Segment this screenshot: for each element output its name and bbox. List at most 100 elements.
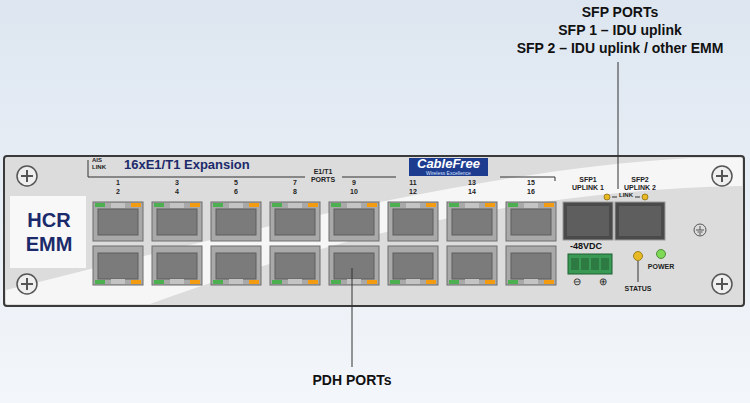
rj-jack: [447, 202, 497, 241]
jack-opening: [452, 253, 492, 279]
sfp-opening: [619, 206, 661, 236]
uplink-led: [604, 194, 610, 200]
panel-screw: [17, 274, 37, 294]
panel-label: UPLINK 1: [572, 184, 604, 192]
jack-latch: [406, 279, 420, 284]
jack-latch: [170, 279, 184, 284]
sfp-cage: [563, 202, 613, 240]
node-title: CableFree: [417, 158, 480, 170]
jack-latch: [465, 203, 479, 208]
ais-led: [190, 203, 200, 207]
rj-jack: [388, 202, 438, 241]
jack-latch: [288, 203, 302, 208]
link-line: [612, 197, 617, 198]
status-led: [634, 252, 643, 261]
ais-led: [426, 280, 436, 284]
port-number: 8: [293, 188, 297, 196]
jack-latch: [347, 203, 361, 208]
link-led: [272, 280, 282, 284]
bracket-line: [88, 160, 89, 177]
jack-opening: [511, 209, 551, 235]
jack-opening: [452, 209, 492, 235]
rj-jack: [270, 202, 320, 241]
link-led: [508, 280, 518, 284]
jack-opening: [393, 209, 433, 235]
port-number: 15: [527, 179, 535, 187]
link-led: [508, 203, 518, 207]
panel-screw: [712, 166, 732, 186]
port-number: 2: [116, 188, 120, 196]
port-number: 7: [293, 179, 297, 187]
panel-label: LINK: [619, 192, 633, 199]
bracket-line: [342, 177, 396, 178]
jack-opening: [275, 209, 315, 235]
jack-latch: [406, 203, 420, 208]
power-terminal: [568, 254, 612, 274]
terminal-slot: [581, 258, 589, 270]
port-number: 16: [527, 188, 535, 196]
sfp-cage: [615, 202, 665, 240]
panel-label: E1/T1: [314, 168, 333, 176]
panel-label: SFP1: [579, 176, 597, 184]
rj-jack: [211, 246, 261, 285]
panel-label: STATUS: [625, 285, 652, 293]
bracket-line: [555, 177, 556, 181]
screw-slot: [721, 170, 723, 182]
link-led: [95, 280, 105, 284]
port-number: 4: [175, 188, 179, 196]
front-panel: [4, 156, 744, 306]
uplink-led: [642, 194, 648, 200]
link-led: [154, 203, 164, 207]
ground-symbol: [700, 226, 701, 230]
ais-led: [544, 203, 554, 207]
link-led: [95, 203, 105, 207]
bracket-line: [88, 177, 305, 178]
ais-led: [485, 280, 495, 284]
link-led: [272, 203, 282, 207]
ais-led: [367, 280, 377, 284]
link-line: [635, 197, 640, 198]
jack-opening: [275, 253, 315, 279]
jack-latch: [229, 279, 243, 284]
link-led: [213, 203, 223, 207]
terminal-slot: [591, 258, 599, 270]
link-led: [449, 203, 459, 207]
node-title: HCR EMM: [14, 208, 84, 256]
ais-led: [308, 280, 318, 284]
jack-opening: [393, 253, 433, 279]
panel-screw: [712, 274, 732, 294]
port-number: 12: [409, 188, 417, 196]
jack-opening: [216, 209, 256, 235]
panel-swoosh: [6, 158, 742, 304]
jack-latch: [347, 279, 361, 284]
jack-latch: [111, 203, 125, 208]
jack-latch: [111, 279, 125, 284]
link-led: [390, 203, 400, 207]
link-led: [154, 280, 164, 284]
port-number: 5: [234, 179, 238, 187]
jack-latch: [288, 279, 302, 284]
rj-jack: [506, 202, 556, 241]
rj-jack: [211, 202, 261, 241]
ais-led: [544, 280, 554, 284]
ais-led: [249, 280, 259, 284]
rj-jack: [506, 246, 556, 285]
rj-jack: [329, 202, 379, 241]
panel-label: PORTS: [311, 176, 335, 184]
ais-led: [249, 203, 259, 207]
screw-slot: [721, 278, 723, 290]
rj-jack: [152, 202, 202, 241]
screw-slot: [26, 170, 28, 182]
port-number: 10: [350, 188, 358, 196]
panel-label: PDH PORTs: [312, 372, 391, 388]
panel-label: POWER: [648, 263, 674, 271]
port-number: 14: [468, 188, 476, 196]
terminal-slot: [601, 258, 609, 270]
port-number: 6: [234, 188, 238, 196]
jack-latch: [170, 203, 184, 208]
jack-opening: [334, 209, 374, 235]
leader-line: [618, 62, 619, 189]
panel-label: SFP 2 – IDU uplink / other EMM: [517, 40, 724, 56]
port-number: 13: [468, 179, 476, 187]
